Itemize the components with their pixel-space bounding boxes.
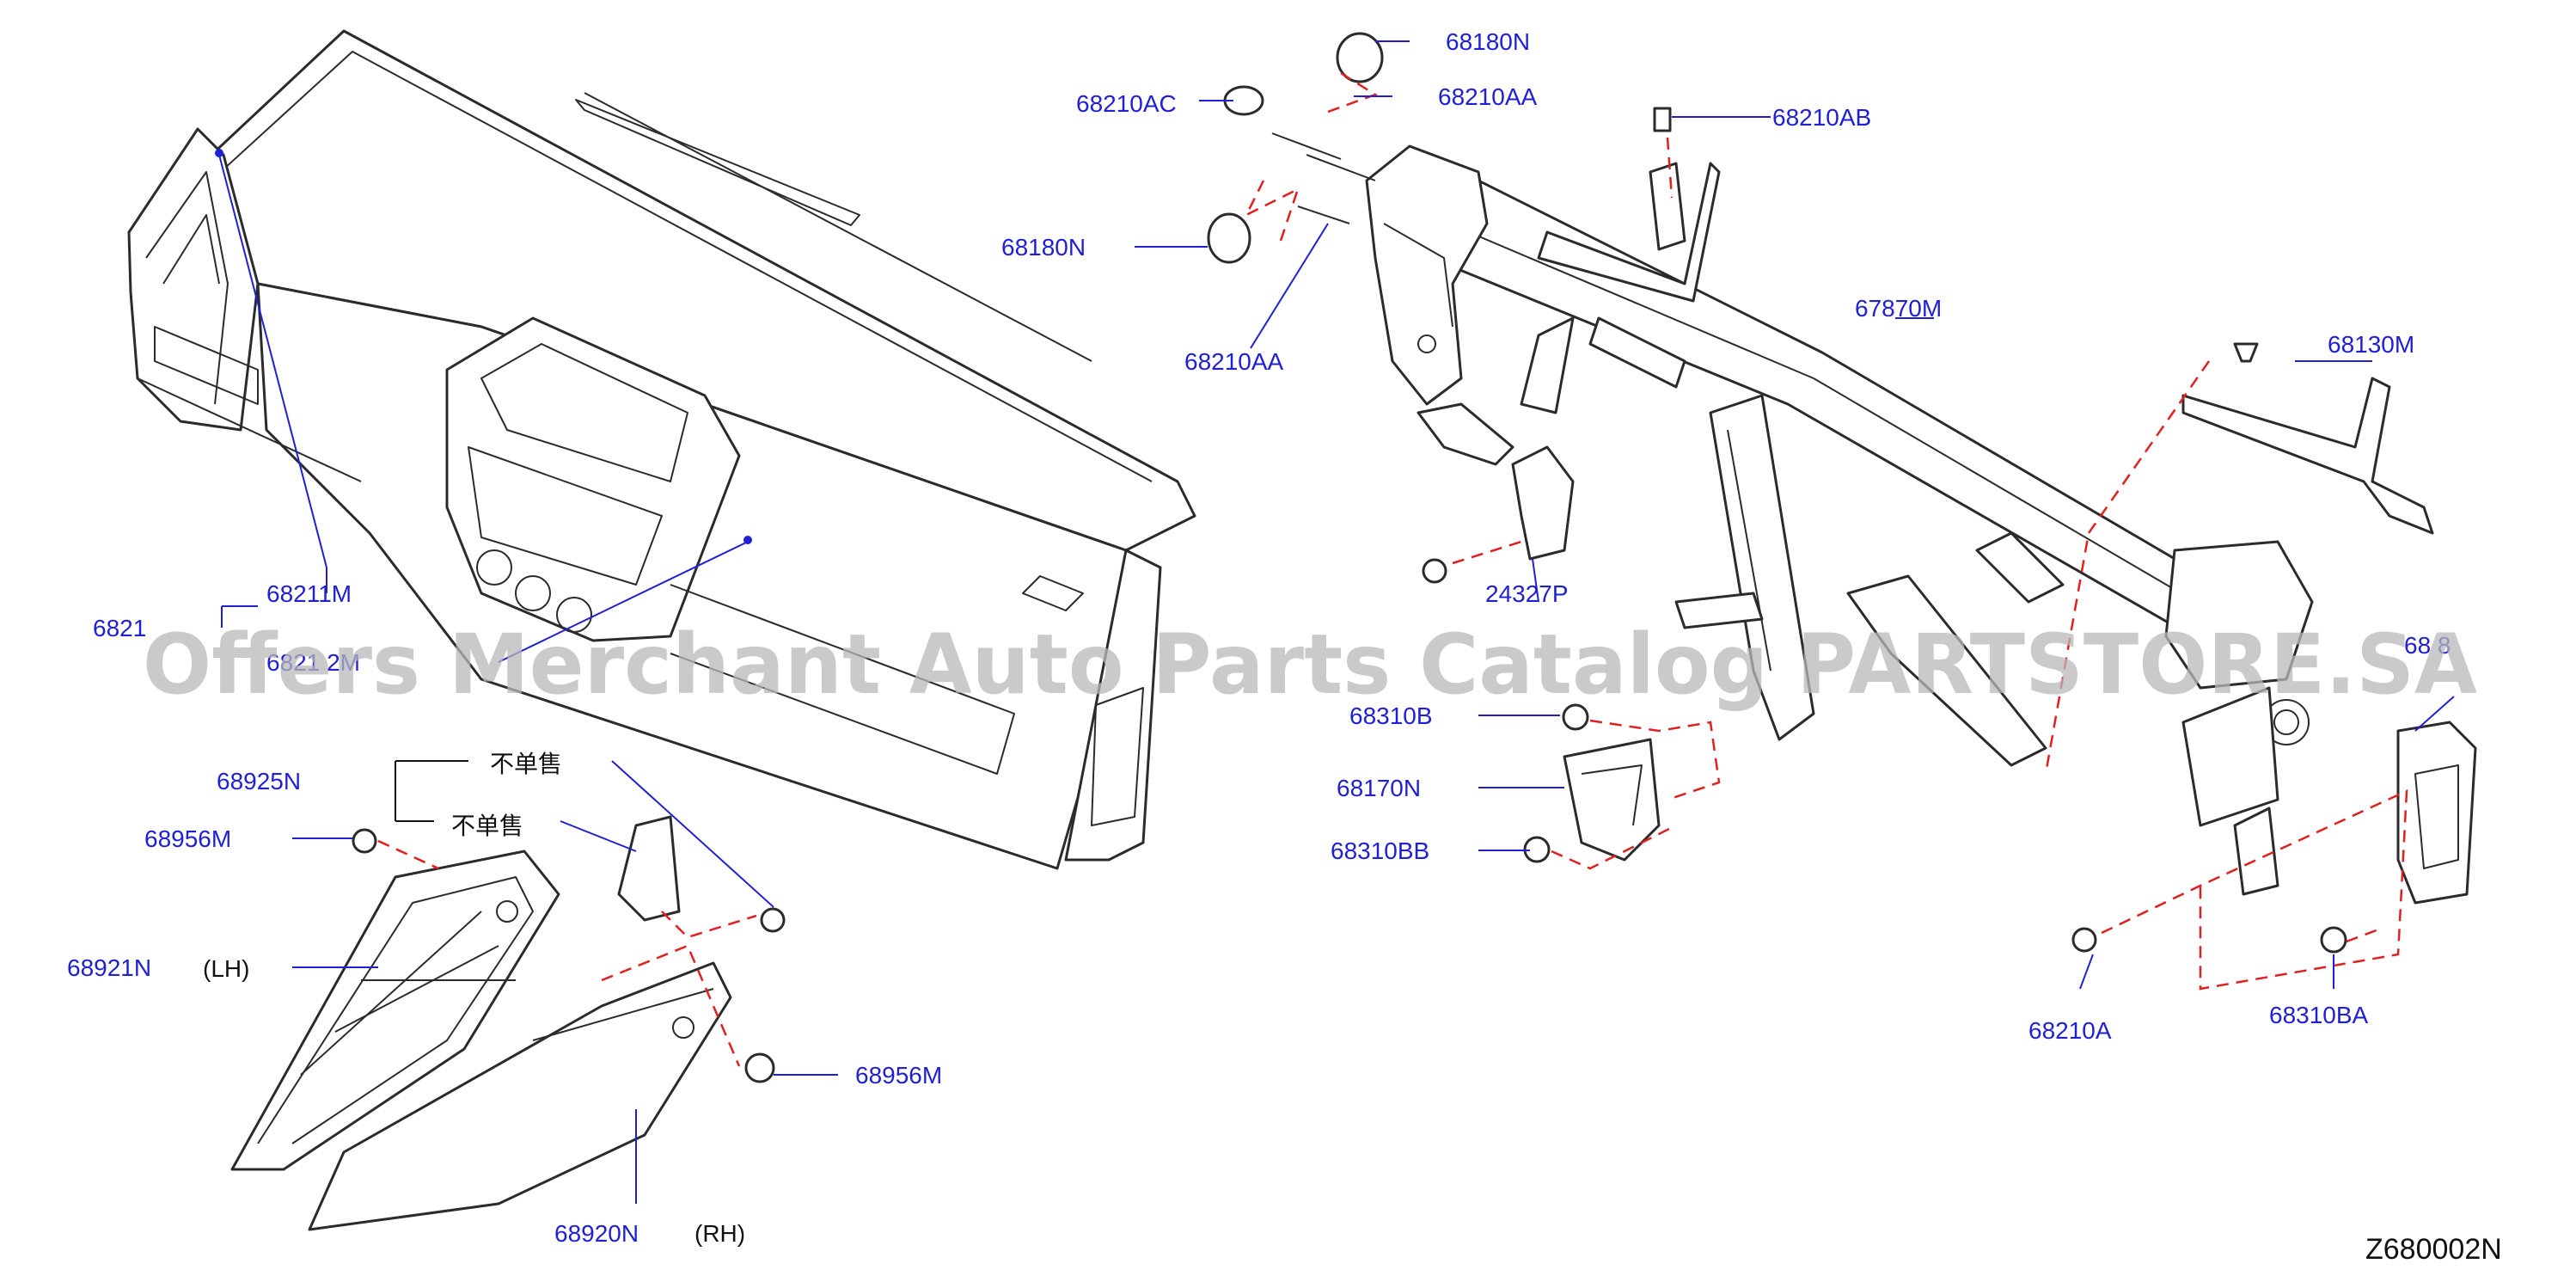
instrument-panel-drawing xyxy=(127,29,1196,870)
label-24327P[interactable]: 24327P xyxy=(1485,580,1569,607)
label-68210A[interactable]: 68210A xyxy=(2028,1017,2112,1044)
group-bracket-68925N xyxy=(395,760,468,822)
label-68180N-top[interactable]: 68180N xyxy=(1446,28,1530,55)
label-68210AC[interactable]: 68210AC xyxy=(1076,90,1177,117)
watermark-text: Offers Merchant Auto Parts Catalog PARTS… xyxy=(143,617,2477,713)
side-label-rh: (RH) xyxy=(694,1220,745,1247)
label-68210AA-bottom[interactable]: 68210AA xyxy=(1184,348,1284,375)
fasteners-drawing xyxy=(352,32,2347,1083)
label-68921N[interactable]: 68921N xyxy=(67,954,151,981)
label-68310BA[interactable]: 68310BA xyxy=(2269,1002,2369,1028)
label-68925N[interactable]: 68925N xyxy=(217,768,301,794)
diagram-code: Z680002N xyxy=(2365,1233,2502,1266)
label-6821-2M-partial[interactable]: 6821 2M xyxy=(266,649,360,676)
label-68956M-left[interactable]: 68956M xyxy=(144,825,231,852)
label-68-8-partial[interactable]: 68 8 xyxy=(2404,632,2451,659)
label-68130M[interactable]: 68130M xyxy=(2328,331,2414,358)
label-67870M[interactable]: 67870M xyxy=(1855,295,1942,322)
label-68211M[interactable]: 68211M xyxy=(266,580,352,607)
label-68210AB[interactable]: 68210AB xyxy=(1772,104,1871,131)
label-68170N[interactable]: 68170N xyxy=(1337,775,1421,801)
label-68956M-right[interactable]: 68956M xyxy=(855,1062,942,1089)
side-label-lh: (LH) xyxy=(203,955,249,982)
note-not-sold-separately-top: 不单售 xyxy=(490,750,562,778)
label-68310BB[interactable]: 68310BB xyxy=(1331,837,1429,864)
label-68180N-left[interactable]: 68180N xyxy=(1001,234,1086,261)
leader-lines xyxy=(215,40,2455,1204)
part-labels: 68180N 68210AC 68210AA 68210AB 68180N 68… xyxy=(67,28,2502,1266)
label-68210AA-top[interactable]: 68210AA xyxy=(1438,83,1538,110)
label-6821-partial[interactable]: 6821 xyxy=(93,615,146,641)
label-68920N[interactable]: 68920N xyxy=(554,1220,639,1247)
label-68310B[interactable]: 68310B xyxy=(1349,702,1433,729)
steering-member-drawing xyxy=(1365,144,2477,905)
lower-covers-drawing xyxy=(230,815,732,1231)
dashed-guides xyxy=(377,71,2408,1067)
note-not-sold-separately-bottom: 不单售 xyxy=(451,812,523,840)
